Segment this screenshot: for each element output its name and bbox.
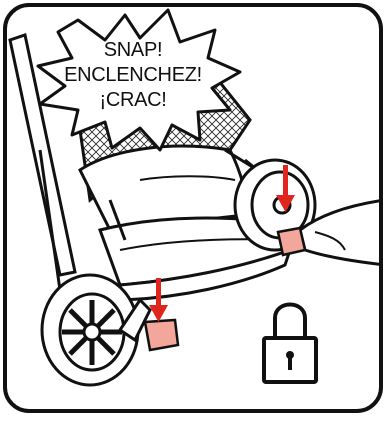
rear-brake-pedal (278, 228, 305, 255)
snap-burst-text: SNAP! ENCLENCHEZ! ¡CRAC! (48, 38, 218, 113)
front-brake-pedal (145, 320, 178, 350)
burst-line: SNAP! (48, 38, 218, 63)
burst-line: ENCLENCHEZ! (48, 63, 218, 88)
burst-line: ¡CRAC! (48, 88, 218, 113)
